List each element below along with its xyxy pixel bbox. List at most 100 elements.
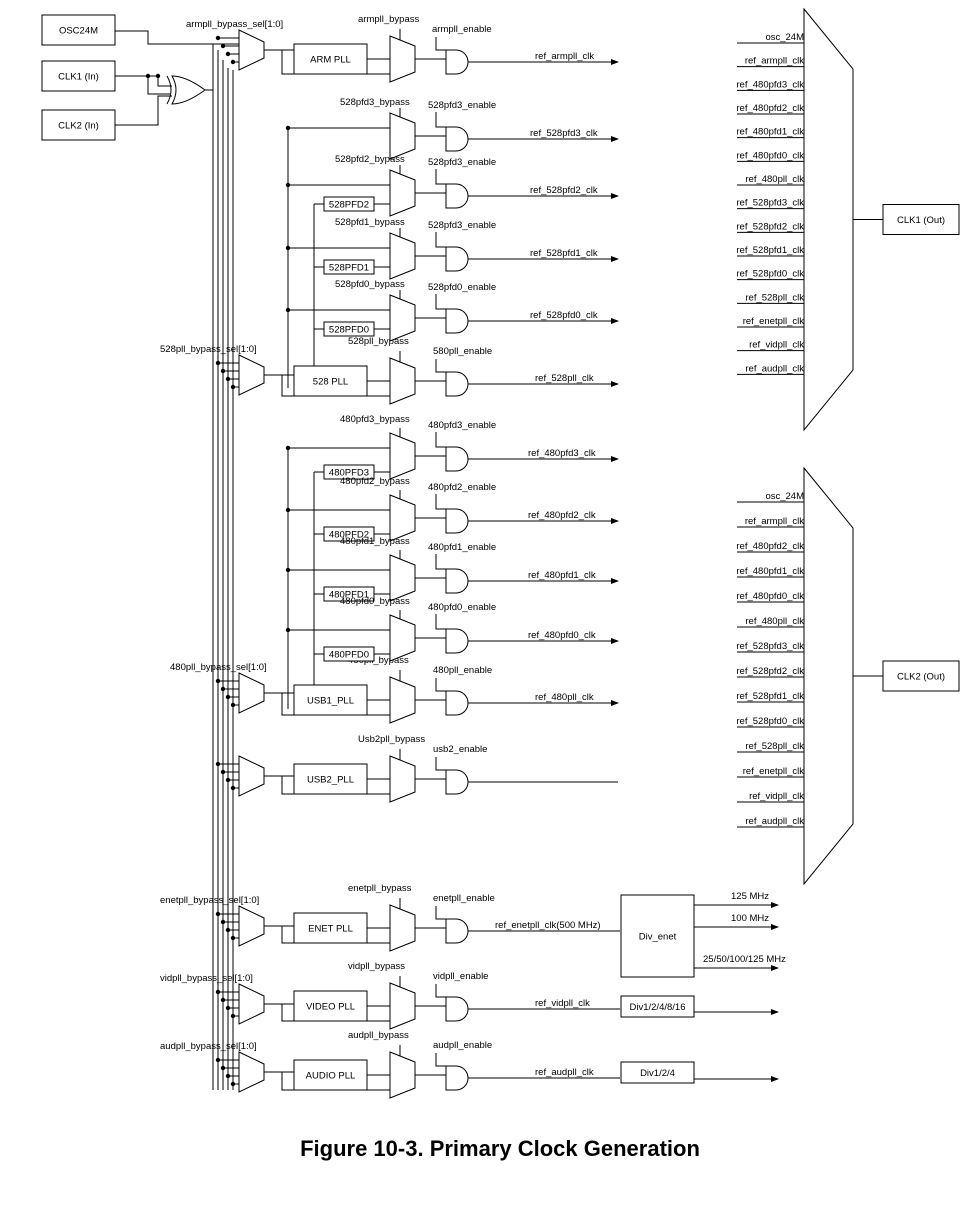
pll-block-label: 528 PLL	[313, 377, 348, 388]
and-gate	[445, 446, 469, 472]
osc24m-source	[41, 14, 116, 46]
pll-block-label: USB2_PLL	[307, 775, 354, 786]
junction-dot	[155, 73, 161, 79]
pll-enable-label: 580pll_enable	[433, 346, 492, 357]
junction-dot	[220, 1065, 226, 1071]
pll-block	[293, 1059, 368, 1091]
ref-clock-label: ref_480pfd1_clk	[528, 570, 596, 581]
enable-control	[435, 232, 446, 248]
pfd-enable-label: 528pfd3_enable	[428, 157, 496, 168]
enable-control	[435, 554, 446, 570]
bypass-mux	[389, 35, 416, 83]
bypass-path	[281, 1072, 390, 1091]
bypass-mux	[389, 494, 416, 542]
clk2-output-mux-out-box	[882, 660, 960, 692]
ref-clock-label: ref_528pfd0_clk	[530, 310, 598, 321]
enable-control	[435, 169, 446, 185]
junction-dot	[220, 919, 226, 925]
and-gate	[445, 183, 469, 209]
clk2-output-mux-input-label: ref_528pfd1_clk	[736, 691, 804, 702]
junction-dot	[230, 1013, 236, 1019]
bypass-mux	[389, 112, 416, 160]
div-enet-output-label: 125 MHz	[731, 891, 769, 902]
junction-dot	[215, 678, 221, 684]
junction-dot	[230, 935, 236, 941]
clk2-output-mux-input-label: ref_528pfd3_clk	[736, 641, 804, 652]
junction-dot	[225, 694, 231, 700]
and-gate	[445, 308, 469, 334]
pfd-bypass-label: 528pfd1_bypass	[335, 217, 405, 228]
select-mux	[238, 1051, 265, 1093]
ref-clock-label: ref_528pfd1_clk	[530, 248, 598, 259]
select-mux	[238, 29, 265, 71]
bypass-mux	[389, 755, 416, 803]
pfd-enable-label: 528pfd0_enable	[428, 282, 496, 293]
and-gate	[445, 568, 469, 594]
input-wiring	[115, 30, 241, 126]
osc24m-source-label: OSC24M	[59, 26, 98, 37]
junction-dot	[145, 73, 151, 79]
and-gate	[445, 769, 469, 795]
pll-block-label: AUDIO PLL	[306, 1071, 356, 1082]
pfd-enable-label: 528pfd3_enable	[428, 100, 496, 111]
pfd-enable-label: 480pfd3_enable	[428, 420, 496, 431]
pfd-bypass-label: 480pfd2_bypass	[340, 476, 410, 487]
pll-enable-label: usb2_enable	[433, 744, 487, 755]
ref-clock-label: ref_528pfd2_clk	[530, 185, 598, 196]
ref-clock-label: ref_enetpll_clk(500 MHz)	[495, 920, 601, 931]
pfd-bypass-label: 528pfd0_bypass	[335, 279, 405, 290]
figure-caption: Figure 10-3. Primary Clock Generation	[300, 1136, 700, 1161]
junction-dot	[215, 1057, 221, 1063]
bypass-mux	[389, 169, 416, 217]
enable-control	[435, 359, 446, 373]
pfd-bypass-label: 480pfd1_bypass	[340, 536, 410, 547]
clk1-output-mux-input-label: ref_528pfd2_clk	[736, 221, 804, 232]
bypass-select-label: enetpll_bypass_sel[1:0]	[160, 895, 259, 906]
pll-bypass-label: armpll_bypass	[358, 14, 419, 25]
and-gate	[445, 996, 469, 1022]
pfd-block-label: 480PFD1	[329, 590, 369, 601]
clk1-output-mux-input-label: ref_armpll_clk	[745, 56, 804, 67]
select-mux	[238, 905, 265, 947]
enable-control	[435, 1053, 446, 1067]
pfd-block-label: 528PFD2	[329, 200, 369, 211]
clk1-output-mux-input-label: ref_audpll_clk	[745, 363, 804, 374]
clk1-output-mux-input-label: ref_480pfd2_clk	[736, 103, 804, 114]
xor-gate-arc	[166, 75, 172, 105]
clk2-output-mux-input-label: ref_audpll_clk	[745, 816, 804, 827]
enable-control	[435, 984, 446, 998]
and-gate	[445, 49, 469, 75]
clk1-output-mux-input-label: ref_528pfd0_clk	[736, 269, 804, 280]
ref-clock-label: ref_armpll_clk	[535, 51, 594, 62]
ref-clock-label: ref_480pfd0_clk	[528, 630, 596, 641]
enable-control	[435, 678, 446, 692]
ref-clock-label: ref_vidpll_clk	[535, 998, 590, 1009]
junction-dot	[220, 997, 226, 1003]
pll-bypass-label: enetpll_bypass	[348, 883, 412, 894]
junction-dot	[230, 785, 236, 791]
pfd-block-label: 480PFD3	[329, 468, 369, 479]
junction-dot	[215, 35, 221, 41]
junction-dot	[225, 927, 231, 933]
pfd-bypass-label: 528pfd3_bypass	[340, 97, 410, 108]
ref-clock-label: ref_480pll_clk	[535, 692, 594, 703]
junction-dot	[225, 376, 231, 382]
junction-dot	[215, 360, 221, 366]
bypass-path	[281, 693, 390, 716]
pll-enable-label: 480pll_enable	[433, 665, 492, 676]
pfd-enable-label: 480pfd0_enable	[428, 602, 496, 613]
pll-bypass-label: Usb2pll_bypass	[358, 734, 425, 745]
div-enet-output-label: 25/50/100/125 MHz	[703, 954, 786, 965]
and-gate	[445, 628, 469, 654]
ref-clock-label: ref_audpll_clk	[535, 1067, 594, 1078]
clk2-output-mux	[803, 466, 854, 886]
pfd-block-label: 480PFD0	[329, 650, 369, 661]
junction-dot	[220, 769, 226, 775]
clk2-output-mux-input-label: ref_480pfd2_clk	[736, 541, 804, 552]
bypass-mux	[389, 1051, 416, 1099]
and-gate	[445, 371, 469, 397]
bypass-path	[281, 776, 390, 795]
pll-block	[293, 990, 368, 1022]
clk1-output-mux-input-label: osc_24M	[765, 32, 804, 43]
